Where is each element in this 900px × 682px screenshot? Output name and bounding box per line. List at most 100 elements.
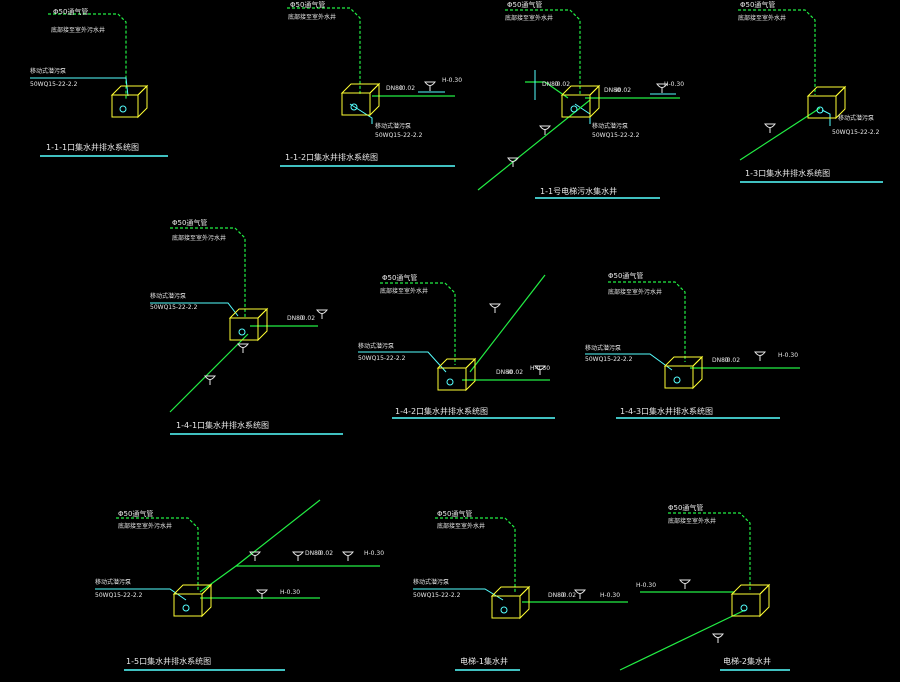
sump-box-front <box>731 593 761 617</box>
vent-pipe-label: Φ50通气管 <box>172 218 207 227</box>
vent-pipe <box>380 282 456 365</box>
vent-pipe-label: Φ50通气管 <box>382 273 417 282</box>
floor-drain-symbol <box>656 83 668 88</box>
vent-pipe <box>48 13 127 100</box>
pump-model-label: 50WQ15-22-2.2 <box>150 304 198 311</box>
dn-label: DN80 <box>305 550 322 557</box>
slope-label: i0.02 <box>561 592 576 599</box>
pump-leader <box>585 353 673 371</box>
floor-drain-symbol <box>534 365 546 370</box>
vent-route-label: 底部接至室外水井 <box>380 287 428 295</box>
vent-route-label: 底部接至室外水井 <box>505 14 553 22</box>
sump-box-side <box>257 307 268 342</box>
diagram-elevator-2: Φ50通气管 底部接至室外水井 H-0.30 电梯-2集水井 <box>636 503 771 666</box>
vent-pipe <box>668 512 751 592</box>
level-label: H-0.30 <box>364 550 384 557</box>
pump-symbol <box>740 604 748 612</box>
level-label: H-0.30 <box>778 352 798 359</box>
sump-box-side <box>759 583 770 618</box>
floor-drain-symbol <box>764 123 776 128</box>
sump-box-front <box>341 92 371 116</box>
dn-label-2: DN80 <box>542 81 559 88</box>
sump-box-side <box>589 84 600 119</box>
sump-box-front <box>491 595 521 619</box>
pump-label: 移动式潜污泵 <box>30 67 66 75</box>
sump-box-front <box>111 94 139 118</box>
pump-symbol <box>570 105 578 113</box>
slope-label: i0.02 <box>300 315 315 322</box>
pump-symbol <box>182 604 190 612</box>
diagram-title: 1-1号电梯污水集水井 <box>540 186 617 196</box>
vent-pipe-label: Φ50通气管 <box>290 0 325 9</box>
pump-symbol <box>446 378 454 386</box>
level-label: H-0.30 <box>600 592 620 599</box>
pump-model-label: 50WQ15-22-2.2 <box>592 132 640 139</box>
slope-label: i0.02 <box>725 357 740 364</box>
pump-label: 移动式潜污泵 <box>413 578 449 586</box>
vent-pipe-label: Φ50通气管 <box>740 0 775 9</box>
pump-symbol <box>238 328 246 336</box>
vent-route-label: 底部接至室外污水井 <box>51 26 105 34</box>
diagram-title: 1-5口集水井排水系统图 <box>126 656 211 666</box>
dn-label: DN80 <box>496 369 513 376</box>
dn-label: DN80 <box>604 87 621 94</box>
pump-leader <box>574 103 591 124</box>
floor-drain-symbol <box>489 303 501 308</box>
drain-diagonal <box>169 333 249 413</box>
pump-model-label: 50WQ15-22-2.2 <box>30 81 78 88</box>
vent-route-label: 底部接至室外水井 <box>288 13 336 21</box>
floor-drain-symbol <box>424 81 436 86</box>
pump-model-label: 50WQ15-22-2.2 <box>832 129 880 136</box>
diagram-title: 1-4-3口集水井排水系统图 <box>620 406 713 416</box>
sump-box-top <box>172 584 213 595</box>
vent-pipe <box>738 9 816 95</box>
diagram-1-4-2: Φ50通气管 底部接至室外水井 移动式潜污泵 50WQ15-22-2.2 DN8… <box>358 273 550 416</box>
sump-box-top <box>436 358 477 369</box>
drain-branch <box>525 81 569 99</box>
slope-label: i0.02 <box>616 87 631 94</box>
sump-box-side <box>465 357 476 392</box>
floor-drain-symbol <box>204 375 216 380</box>
slope-label: i0.02 <box>508 369 523 376</box>
sump-box-front <box>664 365 694 389</box>
vent-pipe-label: Φ50通气管 <box>118 509 153 518</box>
diagram-1-3: Φ50通气管 底部接至室外水井 移动式潜污泵 50WQ15-22-2.2 1-3… <box>738 0 880 178</box>
drawing-layer <box>30 7 883 671</box>
floor-drain-symbol <box>754 351 766 356</box>
pump-label: 移动式潜污泵 <box>375 122 411 130</box>
vent-pipe-label: Φ50通气管 <box>507 0 542 9</box>
slope-label-2: i0.02 <box>555 81 570 88</box>
pump-leader <box>821 109 831 126</box>
dn-label: DN80 <box>287 315 304 322</box>
level-label: H-0.30 <box>636 582 656 589</box>
diagram-title: 1-4-1口集水井排水系统图 <box>176 420 269 430</box>
pump-symbol <box>119 105 127 113</box>
vent-route-label: 底部接至室外水井 <box>738 14 786 22</box>
vent-route-label: 底部接至室外污水井 <box>172 234 226 242</box>
slope-label: i0.02 <box>400 85 415 92</box>
dn-label: DN80 <box>548 592 565 599</box>
sump-box-top <box>806 86 847 97</box>
sump-box-side <box>137 84 148 119</box>
vent-pipe-label: Φ50通气管 <box>608 271 643 280</box>
floor-drain-symbol <box>679 579 691 584</box>
level-label: H-0.30 <box>530 365 550 372</box>
vent-route-label: 底部接至室外污水井 <box>608 288 662 296</box>
diagram-1-1-2: Φ50通气管 底部接至室外水井 DN80 i0.02 H-0.30 移动式潜污泵… <box>285 0 462 162</box>
floor-drain-symbol <box>316 309 328 314</box>
sump-box-front <box>437 367 467 391</box>
drain-diagonal <box>739 107 821 161</box>
floor-drain-symbol <box>292 551 304 556</box>
diagram-elevator-1: Φ50通气管 底部接至室外水井 移动式潜污泵 50WQ15-22-2.2 DN8… <box>413 509 620 666</box>
pump-symbol <box>350 103 358 111</box>
dn-label: DN80 <box>712 357 729 364</box>
vent-route-label: 底部接至室外水井 <box>668 517 716 525</box>
sump-box-side <box>201 583 212 618</box>
pump-leader <box>150 302 239 317</box>
sump-box-side <box>519 585 530 620</box>
pump-leader <box>349 103 373 124</box>
diagram-1-1-1: Φ50通气管 底部接至室外污水井 移动式潜污泵 50WQ15-22-2.2 1-… <box>30 7 139 152</box>
pump-symbol <box>673 376 681 384</box>
diagram-1-5: Φ50通气管 底部接至室外污水井 移动式潜污泵 50WQ15-22-2.2 DN… <box>95 509 384 666</box>
vent-pipe <box>116 517 199 590</box>
